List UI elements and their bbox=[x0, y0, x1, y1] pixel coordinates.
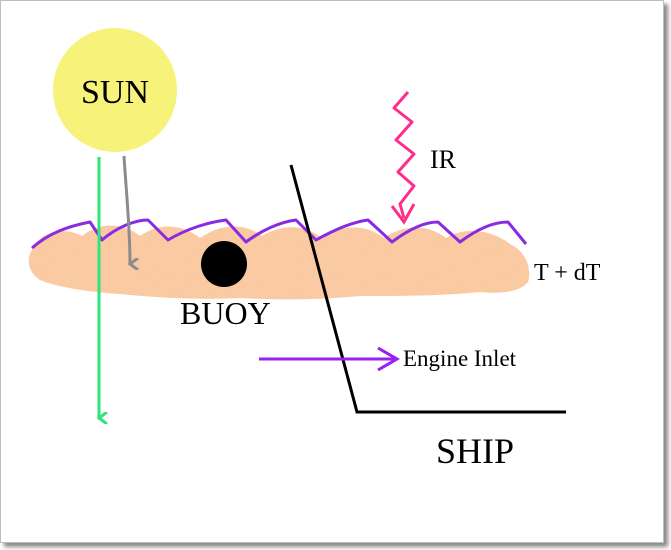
engine-inlet-arrow bbox=[259, 346, 400, 372]
surface-temp-label: T + dT bbox=[534, 260, 601, 286]
ship-label: SHIP bbox=[436, 431, 514, 471]
buoy-label: BUOY bbox=[180, 295, 271, 331]
foam-band bbox=[28, 225, 530, 300]
sun-icon bbox=[53, 28, 177, 152]
gray-radiation-arrow bbox=[122, 155, 130, 264]
sea-surface-wave bbox=[31, 218, 528, 250]
buoy-icon bbox=[201, 241, 247, 287]
ship-hull bbox=[289, 164, 566, 414]
sun-label: SUN bbox=[81, 74, 149, 111]
engine-inlet-label: Engine Inlet bbox=[403, 346, 517, 371]
ir-arrow-icon bbox=[390, 91, 416, 225]
ir-label: IR bbox=[430, 145, 457, 174]
